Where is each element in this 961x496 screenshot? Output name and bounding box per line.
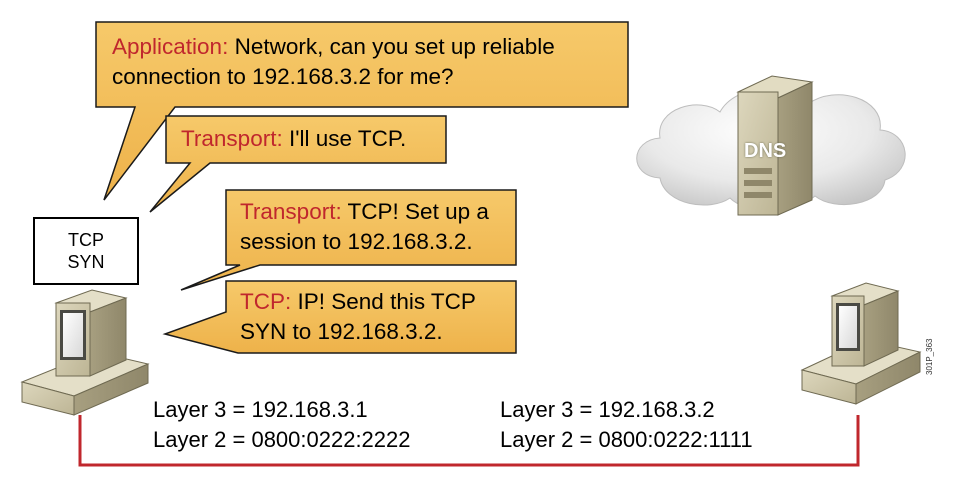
- bubble-tcp-text: TCP: IP! Send this TCP SYN to 192.168.3.…: [240, 287, 476, 347]
- bubble-transport-2-line-1: TCP! Set up a: [342, 199, 489, 224]
- bubble-transport-1-role: Transport:: [181, 126, 283, 151]
- figure-id: 301P_363: [925, 339, 934, 375]
- bubble-transport-1-text: Transport: I'll use TCP.: [181, 124, 406, 154]
- bubble-transport-2-role: Transport:: [240, 199, 342, 224]
- bubble-application-line-2: connection to 192.168.3.2 for me?: [112, 64, 454, 89]
- tcp-syn-box-line-2: SYN: [35, 251, 137, 273]
- bubble-tcp-line-2: SYN to 192.168.3.2.: [240, 319, 443, 344]
- bubble-application-role: Application:: [112, 34, 228, 59]
- bubble-application-text: Application: Network, can you set up rel…: [112, 32, 555, 92]
- bubble-tcp-role: TCP:: [240, 289, 291, 314]
- right-host-layer2: Layer 2 = 0800:0222:1111: [500, 425, 753, 455]
- tcp-syn-box: TCP SYN: [33, 217, 139, 285]
- left-host-layer3: Layer 3 = 192.168.3.1: [153, 395, 368, 425]
- bubble-transport-2-line-2: session to 192.168.3.2.: [240, 229, 473, 254]
- bubble-tcp-line-1: IP! Send this TCP: [291, 289, 476, 314]
- tcp-syn-box-line-1: TCP: [35, 229, 137, 251]
- left-host-layer2: Layer 2 = 0800:0222:2222: [153, 425, 411, 455]
- left-computer-icon: [22, 290, 148, 415]
- right-host-layer3: Layer 3 = 192.168.3.2: [500, 395, 715, 425]
- bubble-transport-2-text: Transport: TCP! Set up a session to 192.…: [240, 197, 489, 257]
- bubble-application-line-1: Network, can you set up reliable: [228, 34, 554, 59]
- bubble-transport-1-line-1: I'll use TCP.: [283, 126, 407, 151]
- right-computer-icon: [802, 283, 920, 404]
- dns-label: DNS: [744, 140, 786, 163]
